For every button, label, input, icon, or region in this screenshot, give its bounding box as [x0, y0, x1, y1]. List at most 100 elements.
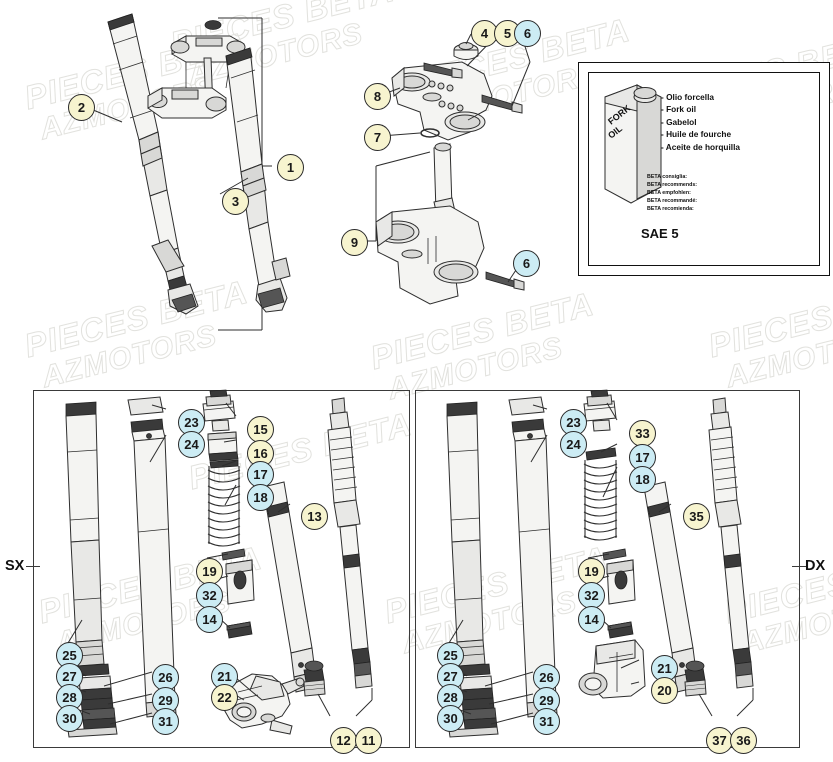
- callout-label: 33: [635, 426, 650, 441]
- callout-32[interactable]: 32: [196, 582, 223, 609]
- callout-label: 27: [62, 669, 77, 684]
- callout-label: 23: [566, 415, 581, 430]
- callout-label: 6: [522, 256, 531, 271]
- beta-recommendation-line: BETA empfohlen:: [647, 190, 691, 197]
- callout-label: 18: [635, 472, 650, 487]
- callout-label: 36: [736, 733, 751, 748]
- callout-label: 6: [523, 26, 532, 41]
- callout-label: 22: [217, 690, 232, 705]
- callout-label: 9: [350, 235, 359, 250]
- callout-21[interactable]: 21: [651, 655, 678, 682]
- callout-3[interactable]: 3: [222, 188, 249, 215]
- callout-label: 27: [443, 669, 458, 684]
- oil-grade-label: SAE 5: [641, 226, 679, 241]
- callout-label: 7: [373, 130, 382, 145]
- callout-label: 28: [443, 690, 458, 705]
- dx-panel-frame: [415, 390, 800, 748]
- callout-label: 8: [373, 89, 382, 104]
- callout-30[interactable]: 30: [56, 705, 83, 732]
- callout-label: 17: [253, 467, 268, 482]
- callout-26[interactable]: 26: [152, 664, 179, 691]
- beta-recommendation-line: BETA recommends:: [647, 182, 698, 189]
- fork-oil-spec-box: FORK OIL - Olio forcella- Fork oil- Gabe…: [578, 62, 830, 276]
- beta-recommendation-line: BETA consiglia:: [647, 174, 688, 180]
- callout-6[interactable]: 6: [514, 20, 541, 47]
- callout-37[interactable]: 37: [706, 727, 733, 754]
- callout-label: 30: [62, 711, 77, 726]
- callout-7[interactable]: 7: [364, 124, 391, 151]
- callout-35[interactable]: 35: [683, 503, 710, 530]
- callout-label: 1: [286, 160, 295, 175]
- callout-13[interactable]: 13: [301, 503, 328, 530]
- callout-29[interactable]: 29: [152, 687, 179, 714]
- callout-4[interactable]: 4: [471, 20, 498, 47]
- callout-2[interactable]: 2: [68, 94, 95, 121]
- callout-15[interactable]: 15: [247, 416, 274, 443]
- callout-33[interactable]: 33: [629, 420, 656, 447]
- side-marker-sx: SX: [5, 558, 25, 574]
- callout-22[interactable]: 22: [211, 684, 238, 711]
- callout-36[interactable]: 36: [730, 727, 757, 754]
- callout-28[interactable]: 28: [56, 684, 83, 711]
- callout-label: 37: [712, 733, 727, 748]
- callout-32[interactable]: 32: [578, 582, 605, 609]
- beta-recommendation-line: BETA recommandé:: [647, 198, 698, 205]
- callout-label: 24: [184, 437, 199, 452]
- callout-label: 24: [566, 437, 581, 452]
- callout-14[interactable]: 14: [578, 606, 605, 633]
- callout-18[interactable]: 18: [629, 466, 656, 493]
- callout-6[interactable]: 6: [513, 250, 540, 277]
- callout-label: 13: [307, 509, 322, 524]
- callout-17[interactable]: 17: [247, 461, 274, 488]
- oil-product-line: - Huile de fourche: [661, 129, 732, 140]
- callout-label: 32: [202, 588, 217, 603]
- side-marker-dx: DX: [805, 558, 826, 574]
- oil-product-line: - Gabelol: [661, 116, 697, 127]
- callout-8[interactable]: 8: [364, 83, 391, 110]
- beta-recommendation-lines: BETA consiglia: BETA recommends:BETA empf…: [647, 173, 697, 213]
- callout-30[interactable]: 30: [437, 705, 464, 732]
- callout-11[interactable]: 11: [355, 727, 382, 754]
- callout-18[interactable]: 18: [247, 484, 274, 511]
- callout-label: 26: [539, 670, 554, 685]
- callout-9[interactable]: 9: [341, 229, 368, 256]
- oil-box-inner-border: [588, 72, 820, 266]
- oil-product-line: - Aceite de horquilla: [661, 141, 740, 152]
- callout-1[interactable]: 1: [277, 154, 304, 181]
- callout-label: 19: [584, 564, 599, 579]
- callout-19[interactable]: 19: [196, 558, 223, 585]
- callout-29[interactable]: 29: [533, 687, 560, 714]
- sx-marker-line: [26, 566, 40, 567]
- callout-24[interactable]: 24: [178, 431, 205, 458]
- callout-label: 15: [253, 422, 268, 437]
- callout-label: 2: [77, 100, 86, 115]
- dx-marker-line: [792, 566, 806, 567]
- callout-17[interactable]: 17: [629, 444, 656, 471]
- callout-26[interactable]: 26: [533, 664, 560, 691]
- callout-label: 19: [202, 564, 217, 579]
- callout-label: 25: [443, 648, 458, 663]
- callout-label: 29: [539, 693, 554, 708]
- callout-label: 14: [584, 612, 599, 627]
- callout-31[interactable]: 31: [533, 708, 560, 735]
- callout-label: 12: [336, 733, 351, 748]
- oil-product-names: - Olio forcella- Fork oil- Gabelol- Huil…: [661, 91, 740, 153]
- callout-label: 17: [635, 450, 650, 465]
- callout-20[interactable]: 20: [651, 677, 678, 704]
- callout-14[interactable]: 14: [196, 606, 223, 633]
- callout-24[interactable]: 24: [560, 431, 587, 458]
- callout-23[interactable]: 23: [178, 409, 205, 436]
- callout-label: 31: [539, 714, 554, 729]
- callout-19[interactable]: 19: [578, 558, 605, 585]
- callout-label: 30: [443, 711, 458, 726]
- callout-label: 3: [231, 194, 240, 209]
- oil-product-line: - Fork oil: [661, 104, 697, 115]
- callout-label: 4: [480, 26, 489, 41]
- oil-can-drawing: FORK OIL: [604, 84, 662, 204]
- callout-31[interactable]: 31: [152, 708, 179, 735]
- callout-12[interactable]: 12: [330, 727, 357, 754]
